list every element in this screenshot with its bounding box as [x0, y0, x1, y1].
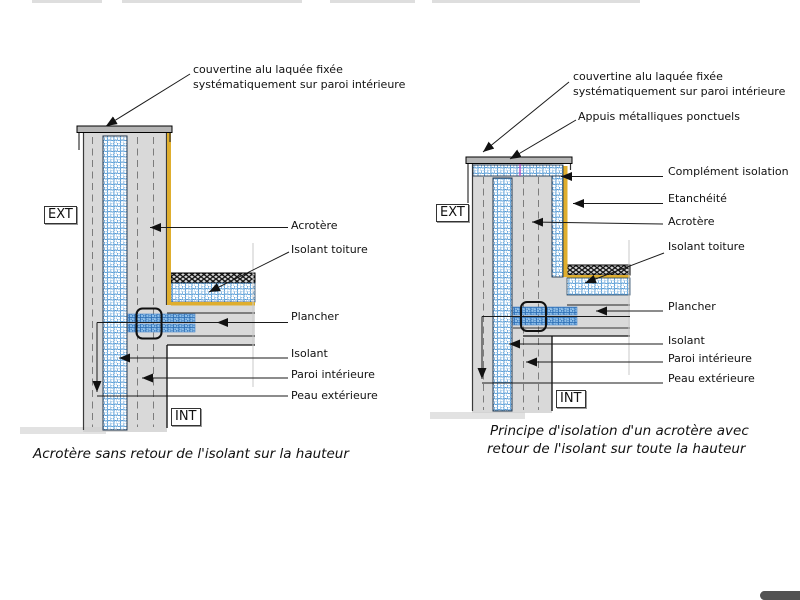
right-label-etancheite: Etanchéité: [668, 192, 727, 205]
right-leader-lines: [477, 81, 665, 384]
left-roof-gravel: [170, 272, 256, 284]
right-label-peau-exterieure: Peau extérieure: [668, 372, 755, 385]
right-label-plancher: Plancher: [668, 300, 716, 313]
right-wall-cut-fade: [430, 412, 525, 419]
right-int-badge: INT: [556, 390, 586, 408]
right-label-couvertine-line2: systématiquement sur paroi intérieure: [573, 85, 786, 98]
right-caption-line2: retour de l'isolant sur toute la hauteur: [487, 441, 746, 457]
left-label-paroi-interieure: Paroi intérieure: [291, 368, 375, 381]
right-caption-line1: Principe d'isolation d'un acrotère avec: [490, 423, 749, 439]
left-label-couvertine-line2: systématiquement sur paroi intérieure: [193, 78, 406, 91]
left-dashed-lines: [92, 137, 154, 427]
right-top-complement-insulation: [472, 164, 564, 177]
right-roof-insulation: [566, 277, 631, 296]
right-label-appuis: Appuis métalliques ponctuels: [578, 110, 740, 123]
left-junction-detail-box: [135, 307, 163, 340]
screen-edge-artifact: [122, 0, 302, 3]
left-int-badge: INT: [171, 408, 201, 426]
left-coping: [76, 125, 173, 133]
left-wall-insulation: [102, 135, 128, 431]
screen-edge-artifact: [330, 0, 415, 3]
right-dashed-lines: [483, 177, 539, 410]
right-label-couvertine-line1: couvertine alu laquée fixée: [573, 70, 723, 83]
right-face-complement-insulation: [551, 175, 564, 278]
left-caption: Acrotère sans retour de l'isolant sur la…: [33, 446, 349, 462]
screen-edge-artifact: [432, 0, 640, 3]
left-label-acrotere: Acrotère: [291, 219, 338, 232]
left-leader-lines: [92, 73, 290, 397]
left-wall-cut-fade: [20, 427, 106, 434]
right-label-isolant: Isolant: [668, 334, 705, 347]
left-roof-insulation: [170, 282, 256, 303]
right-roof-slab: [567, 295, 630, 336]
right-diagram: [430, 81, 665, 419]
left-label-isolant-toiture: Isolant toiture: [291, 243, 368, 256]
right-coping: [465, 156, 573, 164]
left-label-isolant: Isolant: [291, 347, 328, 360]
left-ext-badge: EXT: [44, 206, 77, 224]
left-roof-sealing: [171, 302, 255, 306]
corner-artifact: [760, 591, 800, 600]
screen-edge-artifact: [32, 0, 102, 3]
right-face-sealing: [563, 166, 568, 277]
right-label-acrotere: Acrotère: [668, 215, 715, 228]
left-diagram: [20, 73, 290, 434]
right-roof-sealing: [567, 275, 630, 278]
left-label-plancher: Plancher: [291, 310, 339, 323]
right-wall-insulation: [492, 177, 513, 412]
right-ext-badge: EXT: [436, 204, 469, 222]
right-label-isolant-toiture: Isolant toiture: [668, 240, 745, 253]
left-label-couvertine-line1: couvertine alu laquée fixée: [193, 63, 343, 76]
left-face-sealing: [167, 133, 171, 305]
left-label-peau-exterieure: Peau extérieure: [291, 389, 378, 402]
right-label-complement: Complément isolation: [668, 165, 789, 178]
right-label-paroi-interieure: Paroi intérieure: [668, 352, 752, 365]
